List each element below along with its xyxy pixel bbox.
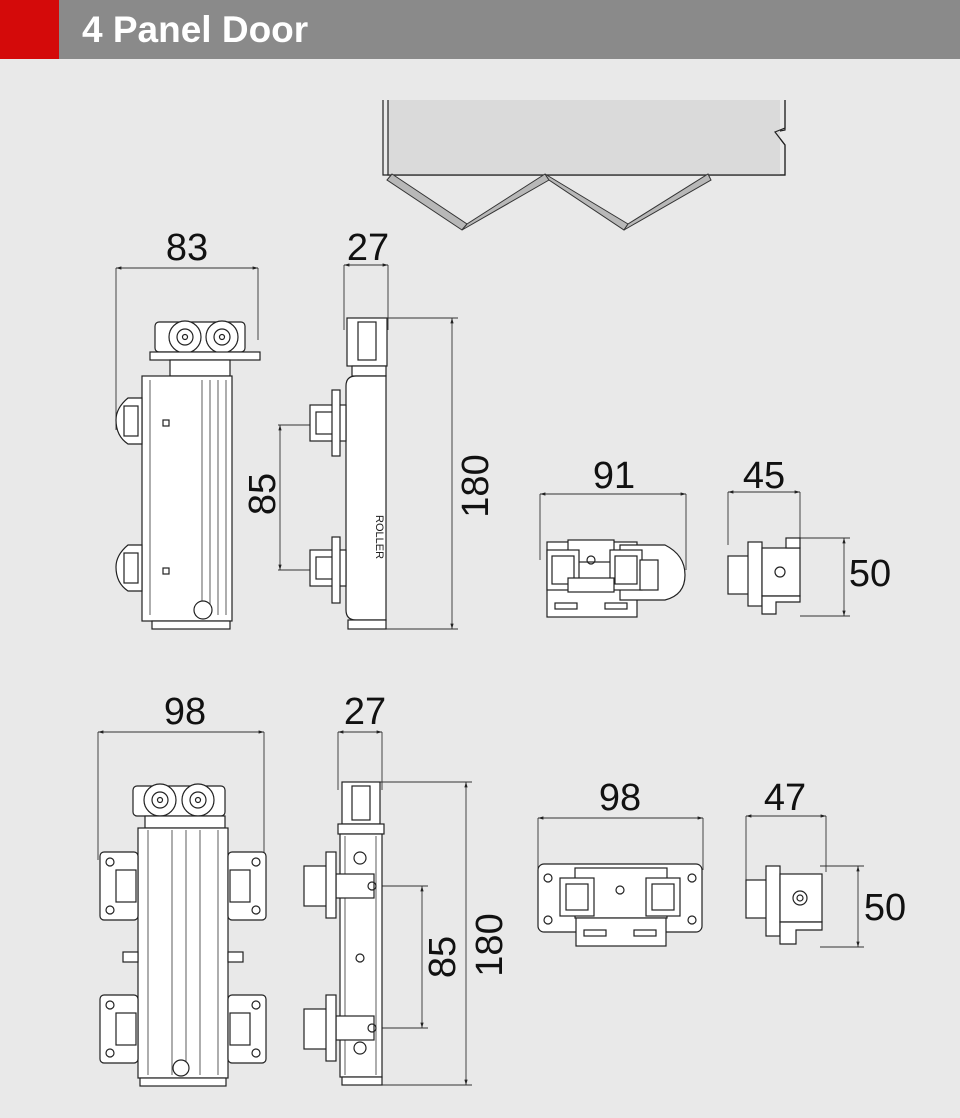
roller-engraving: ROLLER [373,515,385,559]
bottom-end-view: 47 50 [745,777,906,948]
dim-top-end-width: 45 [743,455,785,497]
dim-bottom-side-spacing: 85 [422,936,464,978]
header-accent [0,0,59,59]
bottom-front-view: 98 [97,691,267,1087]
dim-bottom-plan-width: 98 [599,777,641,819]
bottom-plan-view: 98 [537,777,704,947]
dim-top-side-spacing: 85 [242,473,284,515]
dim-top-end-height: 50 [849,553,891,595]
dim-bottom-side-height: 180 [469,913,511,976]
dim-top-plan-width: 91 [593,455,635,497]
dim-top-side-width: 27 [347,227,389,269]
top-plan-view: 91 [539,455,687,618]
bottom-side-view: 27 180 85 [303,691,511,1086]
dim-bottom-end-width: 47 [764,777,806,819]
dim-bottom-side-width: 27 [344,691,386,733]
top-side-view: 27 180 85 ROLLER [242,227,497,630]
dim-top-side-height: 180 [455,454,497,517]
page-title: 4 Panel Door [82,9,309,50]
dim-bottom-end-height: 50 [864,887,906,929]
header-bar: 4 Panel Door [0,0,960,59]
door-schematic [382,100,786,231]
top-end-view: 45 50 [727,455,891,617]
dim-bottom-front-width: 98 [164,691,206,733]
dim-top-front-width: 83 [166,227,208,269]
top-front-view: 83 [115,227,261,630]
